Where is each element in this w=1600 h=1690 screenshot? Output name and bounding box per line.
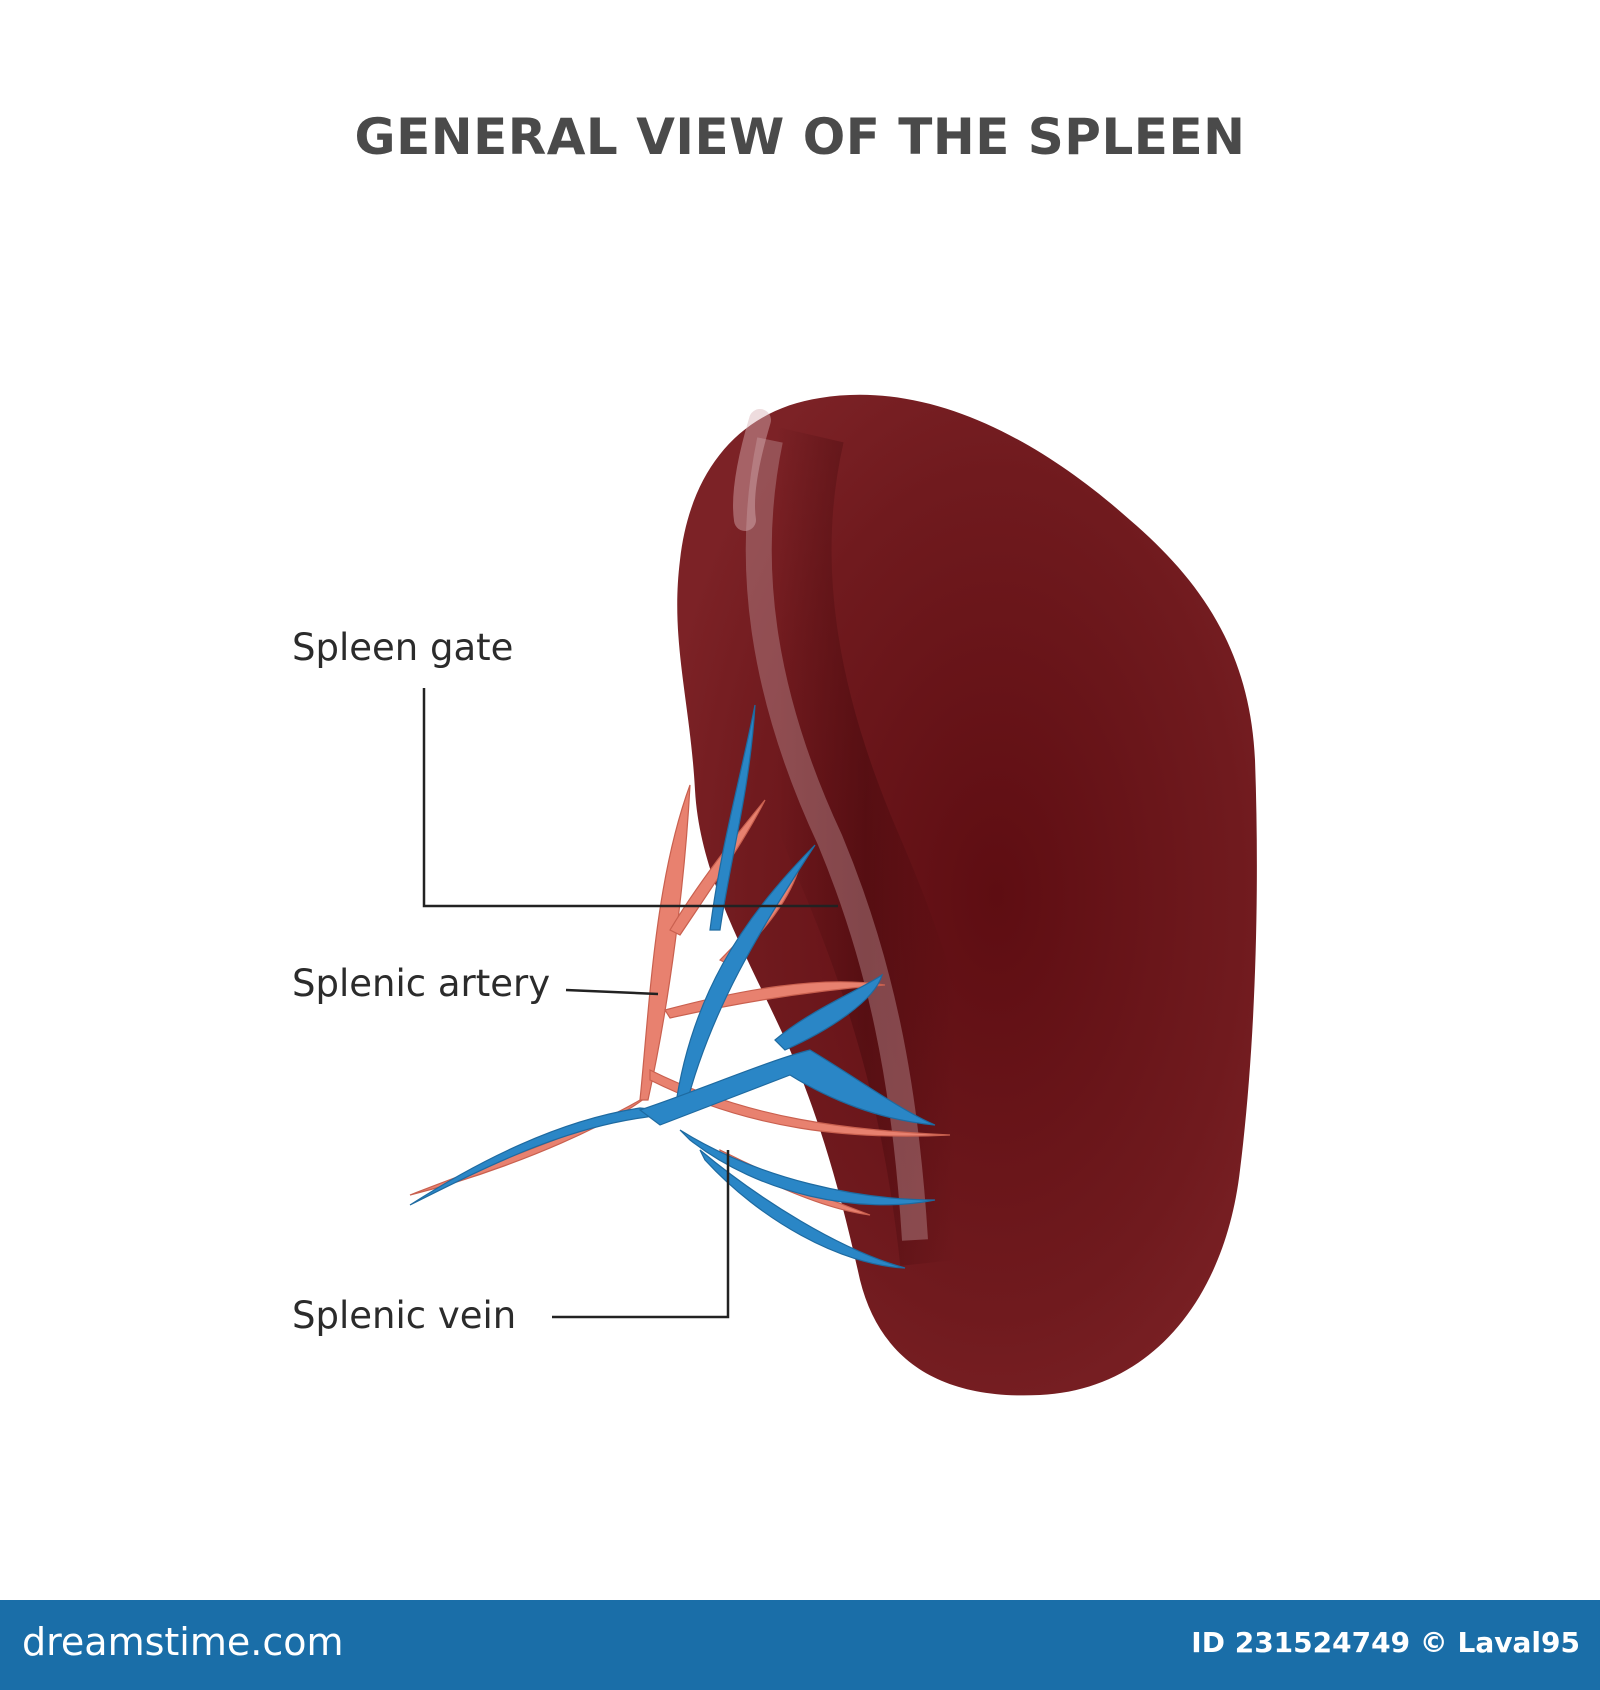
vein-branch-lower-1 — [679, 1129, 936, 1206]
footer-bar: dreamstime.com ID 231524749 © Laval95 — [0, 1600, 1600, 1690]
top-highlight — [732, 409, 771, 531]
vein-branch-lower-2 — [699, 1149, 906, 1269]
vein-upper — [709, 704, 756, 931]
splenic-vein-label: Splenic vein — [292, 1294, 517, 1337]
vein-branch-right-1 — [774, 973, 884, 1051]
splenic-vein-leader — [552, 1150, 730, 1319]
footer-brand-text[interactable]: dreamstime.com — [22, 1620, 344, 1664]
vein-middle-main — [674, 844, 816, 1111]
diagram-title: GENERAL VIEW OF THE SPLEEN — [354, 108, 1246, 166]
vein-trunk — [409, 1107, 656, 1206]
splenic-artery-leader — [565, 988, 659, 996]
hilum-shading — [721, 417, 1010, 1266]
artery-branch-1 — [669, 799, 766, 936]
vein-branch-right-2 — [638, 1049, 936, 1126]
leader-lines — [422, 688, 838, 1319]
spleen-gate-label: Spleen gate — [292, 626, 514, 669]
artery-upper-main — [639, 784, 691, 1101]
spleen-diagram — [409, 394, 1257, 1396]
splenic-artery-label: Splenic artery — [292, 962, 551, 1005]
surface-highlight — [745, 437, 928, 1241]
splenic-vein-vessels — [409, 704, 936, 1269]
spleen-gate-leader — [422, 688, 838, 908]
footer-credit-text: ID 231524749 © Laval95 — [1191, 1626, 1580, 1659]
